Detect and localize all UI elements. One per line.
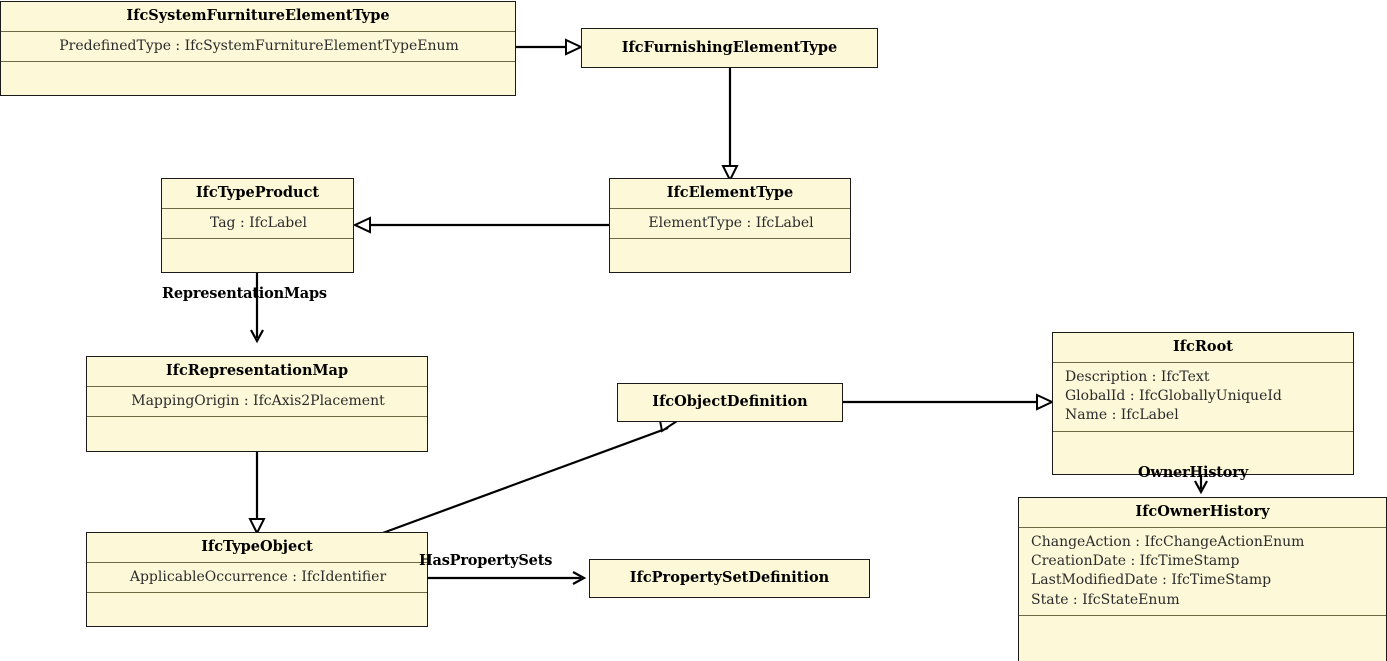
class-title: IfcRoot xyxy=(1173,338,1233,355)
attribute-row: ElementType : IfcLabel xyxy=(648,214,814,231)
class-operations-compartment xyxy=(87,417,427,451)
class-attributes: ApplicableOccurrence : IfcIdentifier xyxy=(87,563,427,592)
class-attributes: ElementType : IfcLabel xyxy=(610,209,850,238)
edge-sysfurn-to-furnishing xyxy=(516,38,584,56)
edge-label-representation-maps: RepresentationMaps xyxy=(162,285,327,302)
compartment-separator xyxy=(162,207,353,209)
compartment-separator xyxy=(87,591,427,593)
class-box-ifc-element-type[interactable]: IfcElementType ElementType : IfcLabel xyxy=(609,178,851,273)
class-title: IfcObjectDefinition xyxy=(652,393,808,411)
edge-label-has-property-sets: HasPropertySets xyxy=(419,552,553,569)
class-attributes: Tag : IfcLabel xyxy=(162,209,353,238)
compartment-separator xyxy=(1053,430,1353,432)
compartment-separator xyxy=(1019,526,1386,528)
attribute-row: PredefinedType : IfcSystemFurnitureEleme… xyxy=(59,37,459,54)
class-attributes: MappingOrigin : IfcAxis2Placement xyxy=(87,387,427,416)
class-title: IfcPropertySetDefinition xyxy=(629,569,830,587)
compartment-separator xyxy=(87,415,427,417)
class-operations-compartment xyxy=(1019,616,1386,661)
class-title: IfcTypeObject xyxy=(201,538,313,555)
compartment-separator xyxy=(87,561,427,563)
compartment-separator xyxy=(1,60,515,62)
attribute-row: State : IfcStateEnum xyxy=(1031,591,1180,608)
edge-objectdefinition-to-root xyxy=(843,393,1055,411)
class-title: IfcRepresentationMap xyxy=(165,362,349,379)
edge-furnishing-to-elementtype xyxy=(721,68,739,183)
attribute-row: GlobalId : IfcGloballyUniqueId xyxy=(1065,387,1282,404)
compartment-separator xyxy=(162,237,353,239)
attribute-row: Tag : IfcLabel xyxy=(209,214,308,231)
class-title: IfcElementType xyxy=(666,184,794,201)
class-title: IfcTypeProduct xyxy=(195,184,320,201)
attribute-row: Name : IfcLabel xyxy=(1065,407,1179,424)
compartment-separator xyxy=(1,30,515,32)
class-box-ifc-root[interactable]: IfcRoot Description : IfcText GlobalId :… xyxy=(1052,332,1354,475)
attribute-row: MappingOrigin : IfcAxis2Placement xyxy=(131,392,385,409)
attribute-row: ApplicableOccurrence : IfcIdentifier xyxy=(129,568,387,585)
class-operations-compartment xyxy=(87,593,427,626)
edge-typeobject-haspropertysets xyxy=(428,571,587,585)
attribute-row: CreationDate : IfcTimeStamp xyxy=(1031,552,1240,569)
compartment-separator xyxy=(1053,361,1353,363)
attribute-row: ChangeAction : IfcChangeActionEnum xyxy=(1031,533,1305,550)
class-box-ifc-property-set-definition[interactable]: IfcPropertySetDefinition xyxy=(589,559,870,598)
class-operations-compartment xyxy=(1,62,515,95)
edge-representationmap-to-typeobject xyxy=(248,452,266,536)
class-box-ifc-representation-map[interactable]: IfcRepresentationMap MappingOrigin : Ifc… xyxy=(86,356,428,452)
edge-elementtype-to-typeproduct xyxy=(352,216,609,234)
class-operations-compartment xyxy=(610,239,850,272)
class-title: IfcFurnishingElementType xyxy=(621,38,838,56)
compartment-separator xyxy=(87,385,427,387)
class-attributes: PredefinedType : IfcSystemFurnitureEleme… xyxy=(1,32,515,61)
attribute-row: LastModifiedDate : IfcTimeStamp xyxy=(1031,572,1272,589)
attribute-row: Description : IfcText xyxy=(1065,368,1210,385)
class-box-ifc-owner-history[interactable]: IfcOwnerHistory ChangeAction : IfcChange… xyxy=(1018,497,1387,661)
compartment-separator xyxy=(610,237,850,239)
compartment-separator xyxy=(610,207,850,209)
class-box-ifc-system-furniture-element-type[interactable]: IfcSystemFurnitureElementType Predefined… xyxy=(0,1,516,96)
class-title: IfcSystemFurnitureElementType xyxy=(126,7,390,24)
edge-label-owner-history: OwnerHistory xyxy=(1138,464,1248,481)
class-box-ifc-type-object[interactable]: IfcTypeObject ApplicableOccurrence : Ifc… xyxy=(86,532,428,627)
class-attributes: Description : IfcText GlobalId : IfcGlob… xyxy=(1053,363,1353,431)
class-title: IfcOwnerHistory xyxy=(1135,503,1270,520)
class-box-ifc-object-definition[interactable]: IfcObjectDefinition xyxy=(617,383,843,422)
compartment-separator xyxy=(1019,614,1386,616)
edge-typeproduct-representationmaps xyxy=(250,273,264,344)
class-box-ifc-furnishing-element-type[interactable]: IfcFurnishingElementType xyxy=(581,28,878,68)
class-box-ifc-type-product[interactable]: IfcTypeProduct Tag : IfcLabel xyxy=(161,178,354,273)
class-attributes: ChangeAction : IfcChangeActionEnum Creat… xyxy=(1019,528,1386,615)
class-operations-compartment xyxy=(162,239,353,272)
